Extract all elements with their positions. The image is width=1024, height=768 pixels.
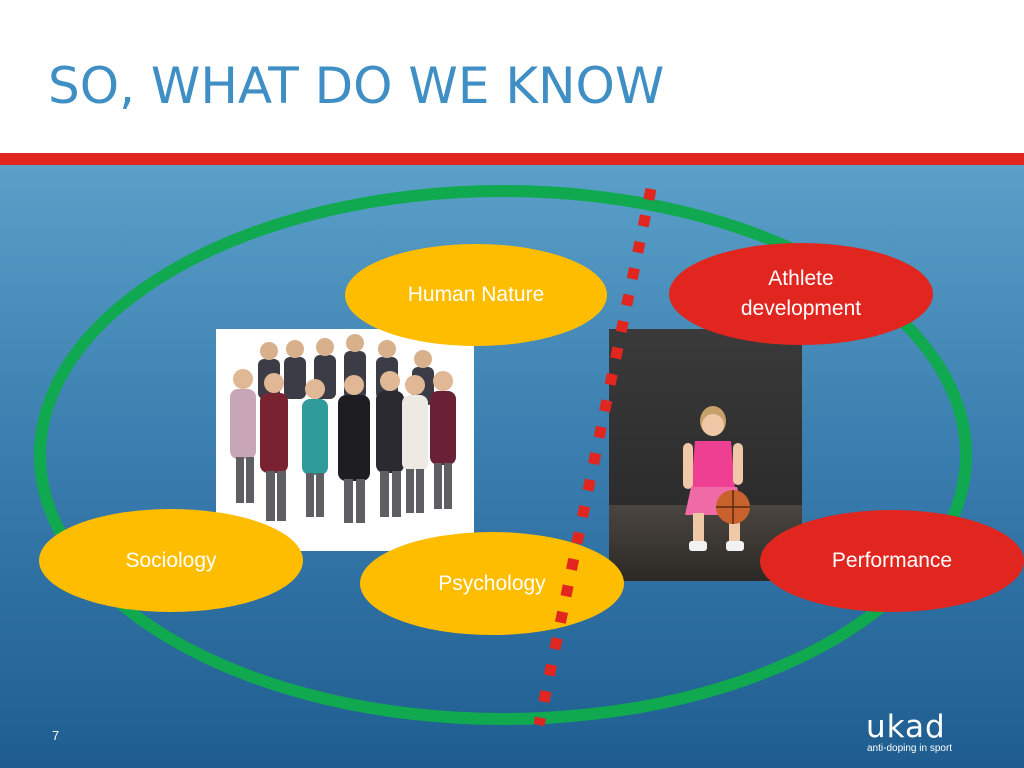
bubble-sociology-label: Sociology <box>125 548 217 572</box>
bubble-athlete-development: Athlete development <box>669 243 933 345</box>
ukad-logo-tagline: anti-doping in sport <box>867 743 953 754</box>
group-photo-illustration <box>216 329 474 551</box>
bubble-psychology: Psychology <box>360 532 624 635</box>
bubble-performance: Performance <box>760 510 1024 612</box>
header-divider-band <box>0 153 1024 165</box>
slide-title: SO, WHAT DO WE KNOW <box>48 57 665 115</box>
bubble-athlete-development-line2: development <box>740 297 862 320</box>
bubble-human-nature-label: Human Nature <box>407 283 545 306</box>
bubble-sociology: Sociology <box>39 509 303 612</box>
page-number: 7 <box>52 728 60 743</box>
slide-header: SO, WHAT DO WE KNOW <box>0 0 1024 153</box>
bubble-athlete-development-label: Athlete development <box>741 264 861 324</box>
bubble-psychology-label: Psychology <box>438 571 546 595</box>
bubble-performance-label: Performance <box>831 549 953 572</box>
ukad-logo-wordmark: ukad <box>866 709 946 745</box>
ukad-logo: ukad anti-doping in sport <box>866 710 976 754</box>
group-photo <box>216 329 474 551</box>
bubble-human-nature: Human Nature <box>345 244 607 346</box>
bubble-athlete-development-line1: Athlete <box>768 267 834 290</box>
